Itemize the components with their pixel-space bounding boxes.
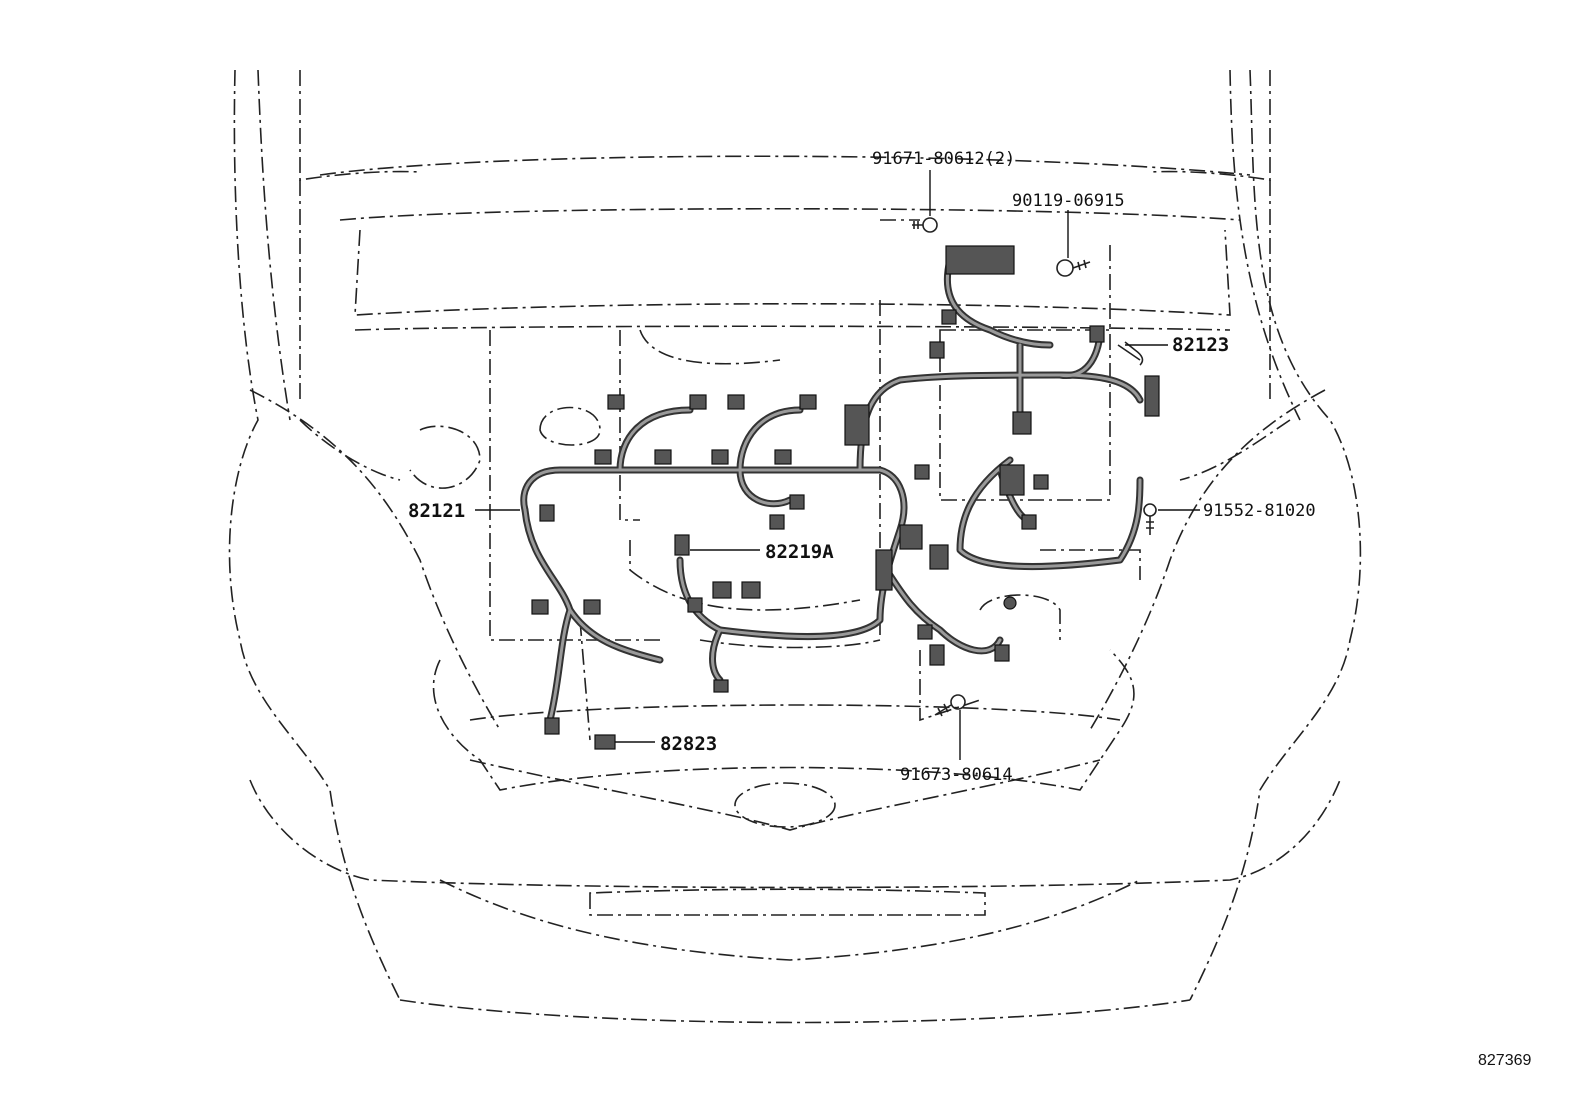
- part-number-91673-80614[interactable]: 91673-80614: [900, 765, 1013, 785]
- fasteners: [912, 217, 1157, 717]
- wire-harness-82121: [520, 256, 1144, 724]
- clip-icon: [1117, 341, 1144, 366]
- part-number-90119-06915[interactable]: 90119-06915: [1012, 191, 1125, 211]
- part-number-82121[interactable]: 82121: [408, 500, 465, 522]
- screw-icon: [1143, 503, 1157, 535]
- bolt-icon: [934, 694, 966, 717]
- leader-lines: [475, 170, 1200, 760]
- bolt-icon: [912, 217, 938, 233]
- part-number-91552-81020[interactable]: 91552-81020: [1203, 501, 1316, 521]
- part-number-82123[interactable]: 82123: [1172, 334, 1229, 356]
- part-number-82823[interactable]: 82823: [660, 733, 717, 755]
- part-number-82219a[interactable]: 82219A: [765, 541, 834, 563]
- drawing-code: 827369: [1478, 1052, 1531, 1069]
- car-body-outline: [228, 69, 1362, 1024]
- connectors: [531, 245, 1160, 750]
- part-number-91671-80612[interactable]: 91671-80612(2): [872, 149, 1015, 169]
- engine-components: [409, 219, 1141, 741]
- part-callouts: 91671-80612(2) 90119-06915 82123 82121 8…: [408, 149, 1316, 785]
- screw-icon: [1056, 259, 1091, 277]
